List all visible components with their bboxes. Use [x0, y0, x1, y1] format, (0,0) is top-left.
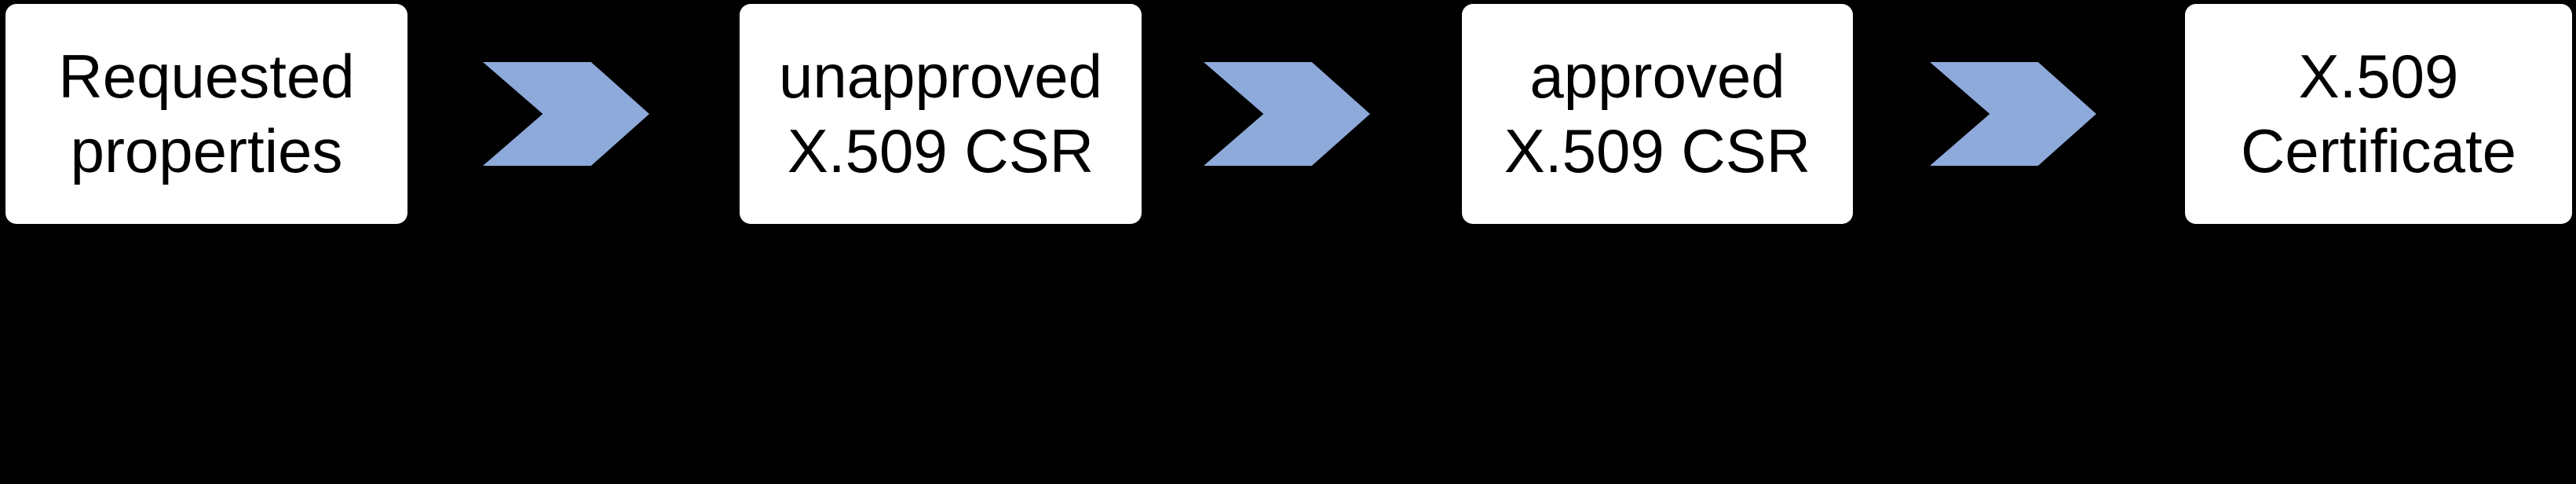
- flow-step-requested-properties: Requested properties: [5, 4, 407, 224]
- flow-step-approved-csr: approved X.509 CSR: [1462, 4, 1853, 224]
- flow-step-label: unapproved X.509 CSR: [778, 41, 1102, 185]
- flow-step-unapproved-csr: unapproved X.509 CSR: [740, 4, 1142, 224]
- chevron-right-icon: [483, 62, 649, 166]
- flow-step-label: X.509 Certificate: [2240, 41, 2517, 185]
- flow-step-label: approved X.509 CSR: [1504, 41, 1811, 185]
- chevron-right-icon: [1930, 62, 2096, 166]
- chevron-right-icon: [1204, 62, 1370, 166]
- flow-row: Requested properties unapproved X.509 CS…: [0, 0, 2576, 224]
- flow-step-label: Requested properties: [58, 41, 355, 185]
- flow-step-certificate: X.509 Certificate: [2185, 4, 2572, 224]
